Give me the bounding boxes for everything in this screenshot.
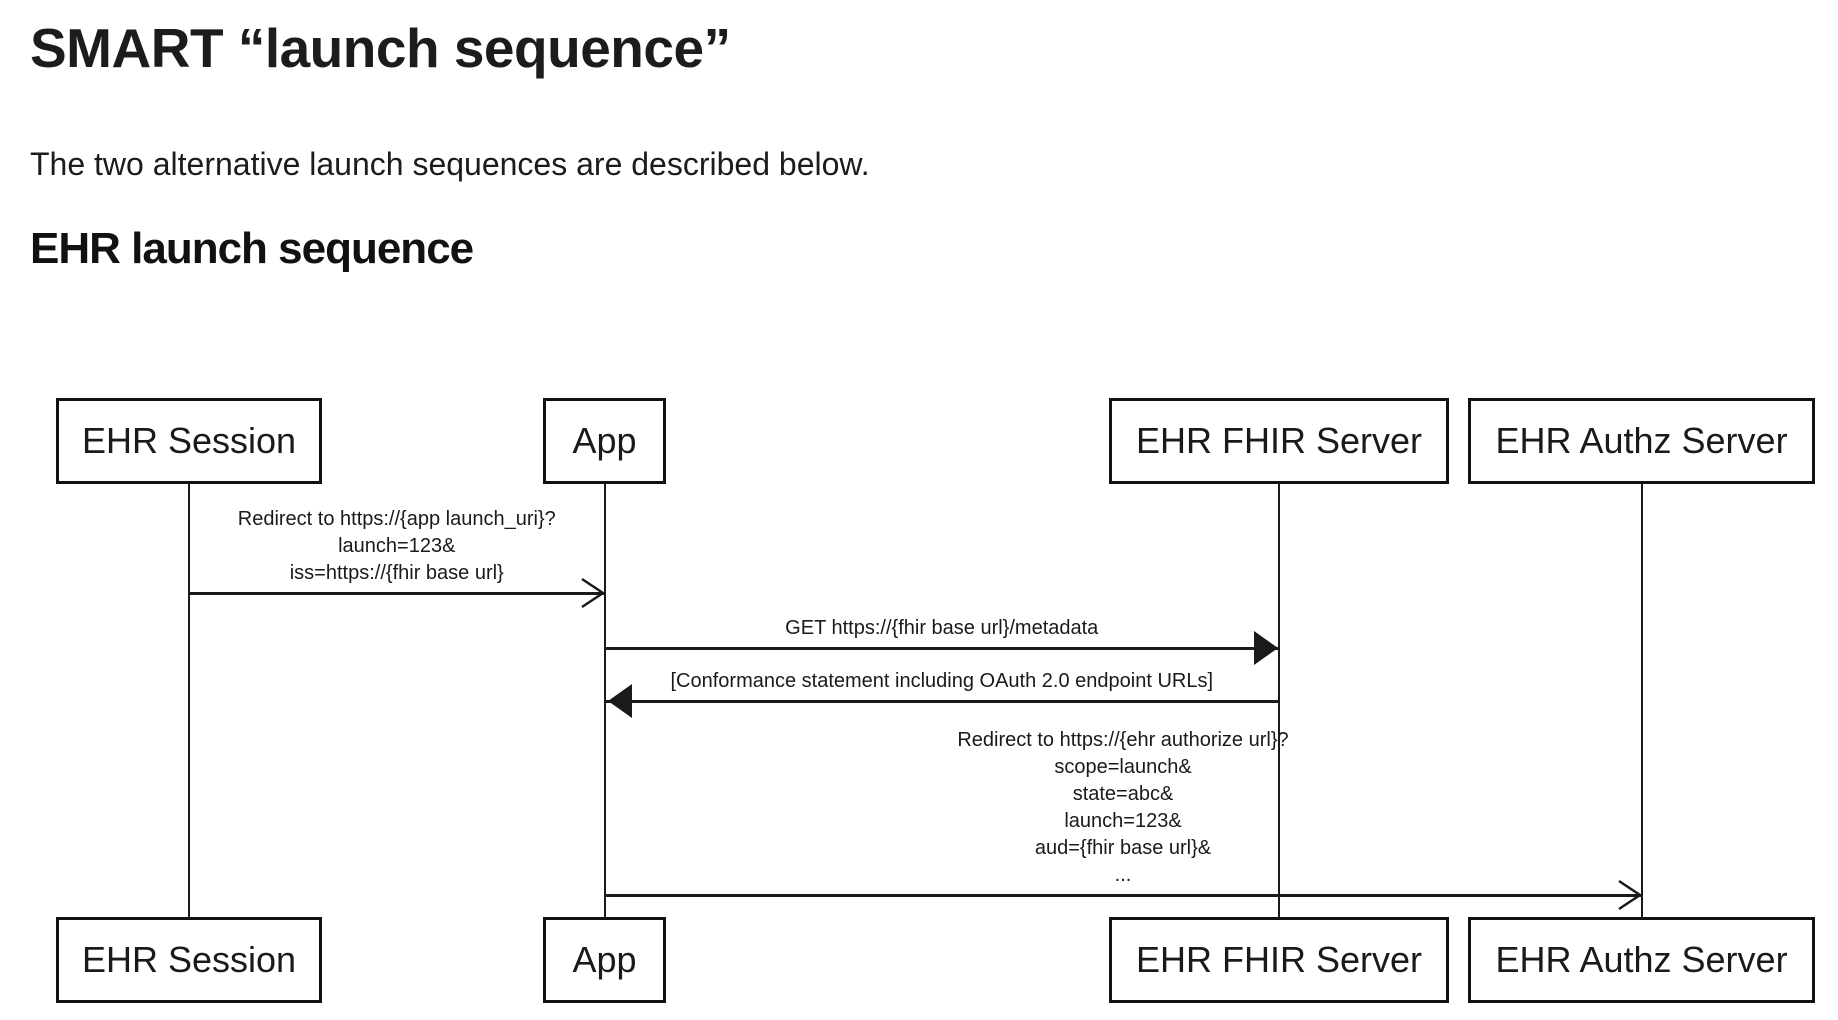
message-line-4 xyxy=(604,894,1642,897)
section-heading: EHR launch sequence xyxy=(30,224,474,273)
page-title: SMART “launch sequence” xyxy=(30,17,731,79)
actor-box-ehr-fhir-server-bottom: EHR FHIR Server xyxy=(1109,917,1449,1003)
open-arrowhead-icon xyxy=(576,573,606,618)
actor-box-ehr-fhir-server-top: EHR FHIR Server xyxy=(1109,398,1449,484)
actor-box-app-bottom: App xyxy=(543,917,666,1003)
message-label-3: [Conformance statement including OAuth 2… xyxy=(670,670,1214,692)
actor-box-ehr-authz-server-top: EHR Authz Server xyxy=(1468,398,1815,484)
message-line-1 xyxy=(189,592,605,595)
message-label-4: Redirect to https://{ehr authorize url}?… xyxy=(957,729,1289,886)
filled-arrowhead-icon xyxy=(1250,628,1280,673)
lifeline-ehr-session xyxy=(188,484,190,917)
filled-arrowhead-icon xyxy=(606,681,636,726)
actor-box-ehr-authz-server-bottom: EHR Authz Server xyxy=(1468,917,1815,1003)
message-line-3 xyxy=(604,700,1279,703)
open-arrowhead-icon xyxy=(1613,875,1643,920)
lifeline-ehr-authz-server xyxy=(1640,484,1643,917)
message-label-1: Redirect to https://{app launch_uri}? la… xyxy=(237,508,556,584)
actor-box-app-top: App xyxy=(543,398,666,484)
lifeline-ehr-fhir-server xyxy=(1278,484,1280,917)
actor-box-ehr-session-bottom: EHR Session xyxy=(56,917,322,1003)
message-label-2: GET https://{fhir base url}/metadata xyxy=(785,617,1099,639)
actor-box-ehr-session-top: EHR Session xyxy=(56,398,322,484)
message-line-2 xyxy=(604,647,1279,650)
intro-paragraph: The two alternative launch sequences are… xyxy=(30,146,870,182)
